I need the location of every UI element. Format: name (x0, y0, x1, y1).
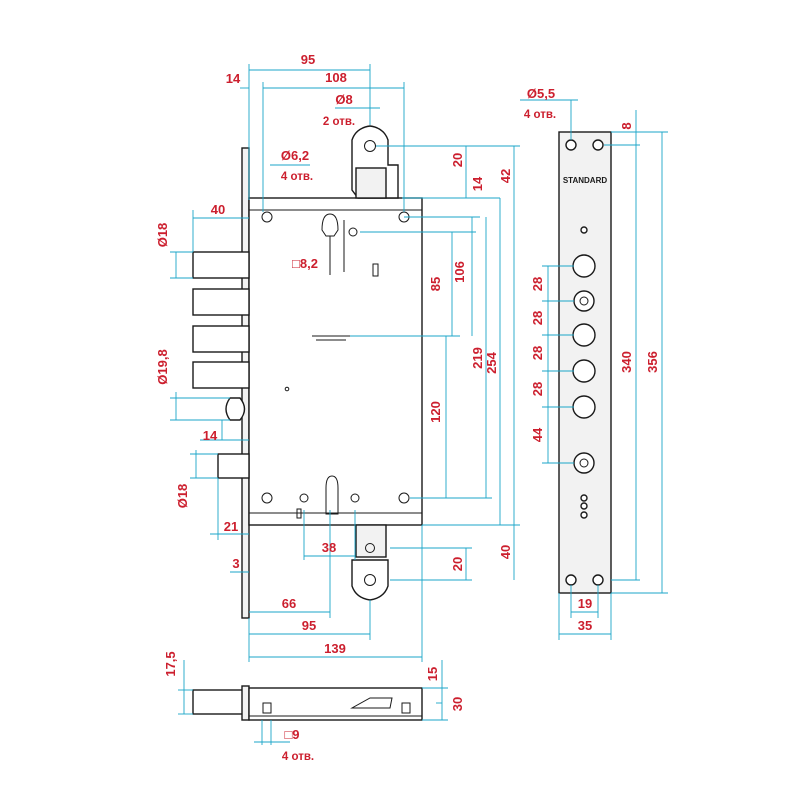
dim-120: 120 (428, 401, 443, 423)
dim-106: 106 (452, 261, 467, 283)
bottom-rod-connector (355, 524, 387, 558)
dim-14-top: 14 (226, 71, 241, 86)
top-bracket-hole (364, 140, 376, 152)
lock-top-view (192, 685, 423, 721)
dim-bolt-18: Ø18 (155, 223, 170, 248)
cylinder-cutout (325, 475, 339, 515)
dim-bolt-18b: Ø18 (175, 484, 190, 509)
dim-20-top: 20 (450, 153, 465, 167)
bottom-rod-bracket (351, 559, 389, 601)
dim-28-d: 28 (530, 382, 545, 396)
faceplate-side-view: STANDARD (558, 131, 612, 594)
dim-40-right: 40 (498, 545, 513, 559)
bolt-1 (192, 251, 250, 279)
bolt-3 (192, 325, 250, 353)
screw (580, 226, 588, 234)
dim-hole-6-2: Ø6,2 (281, 148, 309, 163)
dim-20-bottom: 20 (450, 557, 465, 571)
dim-40-left: 40 (211, 202, 225, 217)
bolt-opening-2 (573, 290, 595, 312)
dim-17-5: 17,5 (163, 651, 178, 676)
dim-21: 21 (224, 519, 238, 534)
lock-case (248, 197, 423, 526)
dim-bolt-19-8: Ø19,8 (155, 349, 170, 384)
dim-15: 15 (425, 667, 440, 681)
dimension-lines (170, 64, 668, 745)
bolt-2 (192, 288, 250, 316)
dim-4-holes-b: 4 отв. (282, 751, 314, 763)
dim-108: 108 (325, 70, 347, 85)
deadlatch-opening (573, 452, 595, 474)
faceplate-hole-3 (565, 574, 577, 586)
lock-body-front-view (192, 125, 423, 619)
faceplate-hole-1 (565, 139, 577, 151)
dim-66: 66 (282, 596, 296, 611)
dim-139: 139 (324, 641, 346, 656)
dim-254: 254 (484, 351, 499, 373)
dim-28-c: 28 (530, 346, 545, 360)
dim-38: 38 (322, 540, 336, 555)
bolt-opening-4 (572, 359, 596, 383)
dim-hole-5-5: Ø5,5 (527, 86, 555, 101)
dim-30: 30 (450, 697, 465, 711)
bolt-opening-3 (572, 323, 596, 347)
dim-219: 219 (470, 347, 485, 369)
top-keyhole (321, 213, 339, 237)
dim-356: 356 (645, 351, 660, 373)
mount-hole-br (398, 492, 410, 504)
dim-4-holes-c: 4 отв. (524, 109, 556, 121)
dim-85: 85 (428, 277, 443, 291)
brand-logo: STANDARD (563, 176, 608, 185)
dim-42: 42 (498, 169, 513, 183)
case-top-view (248, 687, 423, 721)
dim-hole-8: Ø8 (335, 92, 352, 107)
faceplate-hole-2 (592, 139, 604, 151)
latch-opening (572, 395, 596, 419)
dim-square-9: □9 (284, 727, 299, 742)
dim-35: 35 (578, 618, 592, 633)
dim-square-8-2: □8,2 (292, 256, 318, 271)
slot (372, 263, 379, 277)
dim-14-right: 14 (470, 176, 485, 191)
dim-28-b: 28 (530, 311, 545, 325)
dim-3: 3 (232, 556, 239, 571)
dim-95-bottom: 95 (302, 618, 316, 633)
dim-340: 340 (619, 351, 634, 373)
bottom-bracket-hole (364, 574, 376, 586)
dim-14-left: 14 (203, 428, 218, 443)
bolt-top-view (192, 689, 250, 715)
mount-hole-bl (261, 492, 273, 504)
dim-19: 19 (578, 596, 592, 611)
dim-2-holes: 2 отв. (323, 116, 355, 128)
dim-44: 44 (530, 427, 545, 442)
latch (225, 397, 246, 421)
mount-hole-tl (261, 211, 273, 223)
top-rod-connector (355, 167, 387, 199)
dim-8: 8 (619, 122, 634, 129)
faceplate-hole-4 (592, 574, 604, 586)
deadlatch (217, 453, 250, 479)
bolt-4 (192, 361, 250, 389)
bolt-opening-1 (572, 254, 596, 278)
dim-28-a: 28 (530, 277, 545, 291)
dim-95-top: 95 (301, 52, 315, 67)
dim-4-holes: 4 отв. (281, 171, 313, 183)
dimension-labels: 95 108 14 Ø8 2 отв. Ø6,2 4 отв. 40 Ø18 □… (155, 52, 660, 763)
